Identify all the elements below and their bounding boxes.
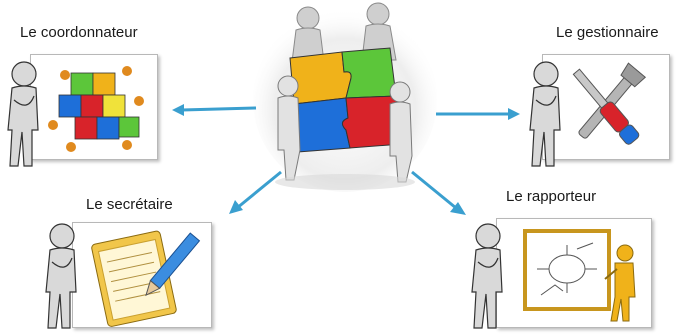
role-card (72, 222, 212, 328)
role-card (30, 54, 158, 160)
role-label: Le gestionnaire (556, 24, 659, 41)
puzzle-team-icon (48, 66, 144, 152)
center-group (250, 0, 440, 195)
tools-icon (572, 62, 647, 145)
presentation-board-icon (523, 229, 636, 322)
team-puzzle-icon (253, 2, 437, 192)
arrow-to-secretaire (229, 170, 282, 214)
arrow-to-rapporteur (411, 170, 466, 215)
role-card (542, 54, 670, 160)
thinking-figure-icon (45, 223, 77, 329)
role-card (496, 218, 652, 328)
role-label: Le coordonnateur (20, 24, 138, 41)
role-label: Le secrétaire (86, 196, 173, 213)
thinking-figure-icon (529, 61, 561, 167)
arrow-to-gestionnaire (436, 108, 520, 120)
role-rapporteur: Le rapporteur (466, 182, 676, 332)
arrow-to-coordonnateur (172, 104, 257, 116)
role-coordonnateur: Le coordonnateur (0, 20, 170, 170)
thinking-figure-icon (7, 61, 39, 167)
notepad-pen-icon (91, 230, 201, 327)
thinking-figure-icon (471, 223, 503, 329)
role-label: Le rapporteur (506, 188, 597, 205)
role-gestionnaire: Le gestionnaire (520, 20, 679, 170)
role-secretaire: Le secrétaire (40, 190, 220, 332)
